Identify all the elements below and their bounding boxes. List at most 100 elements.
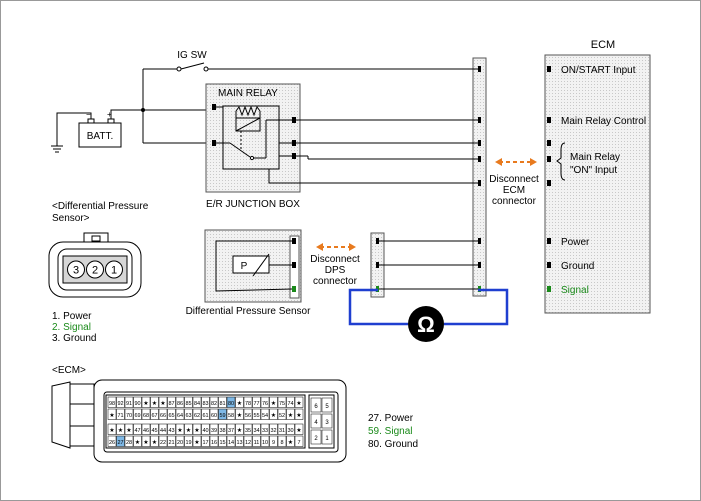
ecm-pin-label: ★ <box>143 439 148 446</box>
dps-pin-label: 1 <box>111 265 117 277</box>
ecm-side-pin-cell <box>310 429 322 445</box>
ecm-pin-label: ★ <box>237 427 242 434</box>
ground-symbol <box>51 145 63 153</box>
ecm-pin-cell <box>192 408 202 420</box>
ecm-pin-label: 71 <box>117 413 123 419</box>
dps-legend-1: 1. Power <box>52 311 92 322</box>
ecm-pin-cell <box>243 408 253 420</box>
ecm-pin-label: 43 <box>168 428 174 434</box>
ecm-pin-cell <box>133 408 142 420</box>
ecm-pin-label: 81 <box>219 401 225 407</box>
ecm-pin-label: ★ <box>126 427 131 434</box>
ecm-pin-label: 7 <box>297 440 300 446</box>
sensor-symbol-label: P <box>241 261 248 272</box>
ecm-pin-label: 61 <box>202 413 208 419</box>
ecm-pin <box>547 66 551 72</box>
ecm-pin-cell <box>150 435 159 447</box>
ecm-pin-cell <box>107 423 117 435</box>
ecm-pin-label: 84 <box>194 401 200 407</box>
ecm-pin-label: 77 <box>253 401 259 407</box>
ecm-pin-label: 90 <box>134 401 140 407</box>
ecm-pin-label: ★ <box>194 439 199 446</box>
ecm-pin-cell <box>294 435 304 447</box>
ecm-pin-label: 68 <box>143 413 149 419</box>
ecm-pin-cell <box>286 408 295 420</box>
ecm-side-pin-label: 6 <box>314 404 318 410</box>
ecm-pin-label: 14 <box>228 440 234 446</box>
ecm-pin-label: 64 <box>177 413 183 419</box>
ecm-side-pin-label: 4 <box>314 420 318 426</box>
ecm-main-relay-control-label: Main Relay Control <box>561 116 646 127</box>
ecm-main-relay-on-label-2: "ON" Input <box>570 165 617 176</box>
ecm-pin-cell <box>286 435 295 447</box>
ecm-heading: <ECM> <box>52 365 86 376</box>
ecm-pin-cell <box>218 435 227 447</box>
ecm-pin-label: 58 <box>228 413 234 419</box>
ecm-pin-cell <box>150 396 159 408</box>
ecm-pin-label: 98 <box>109 401 115 407</box>
ecm-pin-cell <box>107 408 117 420</box>
ecm-pin-label: 30 <box>287 428 293 434</box>
ecm-pin-cell <box>269 435 278 447</box>
ecm-pin-cell <box>192 423 202 435</box>
ecm-pin-cell <box>107 435 117 447</box>
ecm-pin-cell <box>252 408 261 420</box>
dps-legend-2: 2. Signal <box>52 322 91 333</box>
ecm-pin-label: 28 <box>126 440 132 446</box>
ecm-pin-label: 65 <box>168 413 174 419</box>
ecm-pin-label: ★ <box>271 412 276 419</box>
ecm-pin-label: 75 <box>279 401 285 407</box>
ecm-pin-label: 74 <box>287 401 293 407</box>
dps-pin-label: 3 <box>73 265 79 277</box>
ecm-pin-label: 52 <box>279 413 285 419</box>
ecm-pin-cell <box>201 408 210 420</box>
ecm-pin-label: 87 <box>168 401 174 407</box>
ig-switch-contact <box>176 66 182 72</box>
ecm-pin-label: 26 <box>109 440 115 446</box>
ecm-pin-cell <box>286 423 295 435</box>
ecm-side-pin-cell <box>310 413 322 429</box>
ecm-pin-cell <box>133 396 142 408</box>
ecm-pin-cell <box>124 423 134 435</box>
ecm-pin-label: ★ <box>109 427 114 434</box>
ecm-pin-label: 91 <box>126 401 132 407</box>
ecm-pin-cell <box>218 408 227 420</box>
ecm-pin-cell <box>175 408 185 420</box>
ohm-symbol: Ω <box>417 312 435 337</box>
ecm-brace <box>556 142 566 181</box>
ecm-side-pin-label: 2 <box>314 436 318 442</box>
ecm-pin-cell <box>167 435 176 447</box>
disconnect-dps-label-3: connector <box>313 276 358 287</box>
ecm-pin-cell <box>235 408 244 420</box>
ohmmeter-icon <box>408 306 444 342</box>
ecm-pin-label: 37 <box>228 428 234 434</box>
ecm-pin-label: 62 <box>194 413 200 419</box>
ecm-pin-cell <box>294 396 304 408</box>
ecm-pin-label: 38 <box>219 428 225 434</box>
ecm-pin-label: ★ <box>288 412 293 419</box>
ecm-power-label: Power <box>561 237 590 248</box>
ecm-pin-label: 63 <box>185 413 191 419</box>
ecm-pin-cell <box>252 423 261 435</box>
ecm-pin-cell <box>167 423 176 435</box>
ecm-side-pin-label: 1 <box>325 436 329 442</box>
ecm-pin-label: ★ <box>288 439 293 446</box>
ecm-pin-label: 55 <box>253 413 259 419</box>
ecm-legend-2: 59. Signal <box>368 426 412 437</box>
ecm-pin-cell <box>286 396 295 408</box>
ecm-pin-cell <box>243 435 253 447</box>
ecm-pin-label: 16 <box>211 440 217 446</box>
ecm-pin-cell <box>150 423 159 435</box>
ecm-on-start-label: ON/START Input <box>561 65 636 76</box>
ecm-pin-cell <box>107 396 117 408</box>
ecm-legend-1: 27. Power <box>368 413 414 424</box>
disconnect-ecm-arrow <box>495 158 537 166</box>
ecm-panel <box>544 54 651 314</box>
ecm-pin-cell <box>209 423 219 435</box>
ecm-pin-cell <box>116 423 125 435</box>
dps-pin-circle <box>105 260 123 279</box>
ecm-pin-cell <box>243 423 253 435</box>
ecm-pin-cell <box>235 435 244 447</box>
